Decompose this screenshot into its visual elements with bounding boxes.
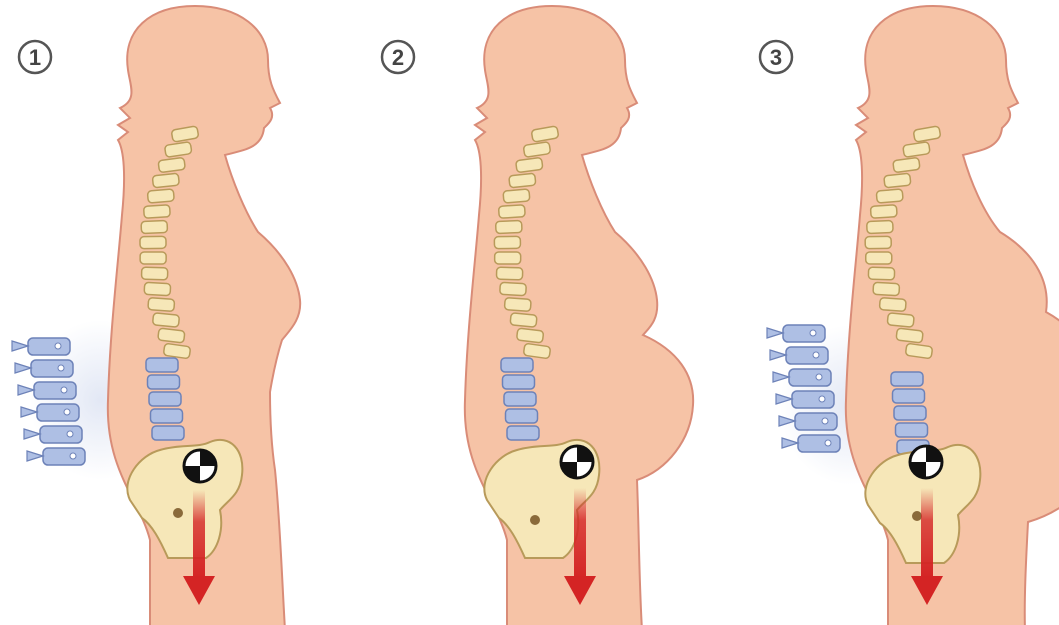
vertebra bbox=[868, 267, 894, 280]
panel-number: 2 bbox=[392, 45, 404, 70]
center-of-gravity-icon bbox=[910, 446, 942, 478]
vertebra bbox=[873, 282, 900, 295]
vertebra bbox=[140, 252, 166, 264]
lumbar-vertebra bbox=[503, 375, 535, 389]
vertebra bbox=[144, 282, 171, 295]
vertebra bbox=[141, 267, 167, 280]
vertebra bbox=[494, 236, 520, 248]
lumbar-vertebra bbox=[148, 375, 180, 389]
vertebra bbox=[867, 220, 893, 233]
lumbar-vertebra bbox=[507, 426, 539, 440]
vertebra bbox=[152, 173, 179, 188]
enlarged-lumbar-vertebra bbox=[12, 338, 70, 355]
vertebra bbox=[510, 313, 537, 327]
enlarged-lumbar-vertebra bbox=[27, 448, 85, 465]
vertebra bbox=[879, 298, 906, 312]
vertebra bbox=[500, 282, 527, 295]
vertebra bbox=[495, 252, 521, 264]
lumbar-vertebra bbox=[891, 372, 923, 386]
vertebra bbox=[865, 236, 891, 248]
vertebra bbox=[147, 189, 174, 203]
panel-number-badge: 2 bbox=[382, 41, 414, 73]
center-of-gravity-icon bbox=[561, 446, 593, 478]
enlarged-lumbar-vertebra bbox=[24, 426, 82, 443]
vertebra bbox=[141, 220, 167, 233]
vertebra bbox=[504, 298, 531, 312]
vertebra bbox=[158, 157, 185, 172]
vertebra bbox=[887, 313, 914, 327]
vertebra bbox=[499, 205, 526, 219]
vertebra bbox=[523, 343, 550, 359]
gravity-arrow-shaft bbox=[574, 488, 586, 580]
vertebra bbox=[905, 343, 932, 359]
panel-number-badge: 3 bbox=[760, 41, 792, 73]
enlarged-lumbar-vertebra bbox=[773, 369, 831, 386]
enlarged-lumbar-vertebra bbox=[770, 347, 828, 364]
vertebra bbox=[509, 173, 536, 188]
vertebra bbox=[516, 328, 543, 343]
hip-joint bbox=[912, 511, 922, 521]
vertebra bbox=[866, 252, 892, 264]
vertebra bbox=[148, 298, 175, 312]
enlarged-lumbar-vertebra bbox=[21, 404, 79, 421]
vertebra bbox=[158, 328, 185, 343]
lumbar-vertebra bbox=[896, 423, 928, 437]
vertebra bbox=[893, 157, 920, 172]
lumbar-vertebra bbox=[501, 358, 533, 372]
vertebra bbox=[163, 343, 190, 359]
lumbar-vertebra bbox=[146, 358, 178, 372]
lumbar-vertebra bbox=[151, 409, 183, 423]
lumbar-vertebra bbox=[152, 426, 184, 440]
lumbar-vertebra bbox=[894, 406, 926, 420]
vertebra bbox=[503, 189, 530, 203]
vertebra bbox=[496, 220, 522, 233]
lumbar-vertebra bbox=[504, 392, 536, 406]
lumbar-vertebra bbox=[506, 409, 538, 423]
vertebra bbox=[152, 313, 179, 327]
vertebra bbox=[876, 189, 903, 203]
lumbar-vertebra bbox=[149, 392, 181, 406]
hip-joint bbox=[173, 508, 183, 518]
gravity-arrow-shaft bbox=[921, 488, 933, 580]
vertebra bbox=[896, 328, 923, 343]
enlarged-lumbar-vertebra bbox=[767, 325, 825, 342]
lumbar-vertebra bbox=[893, 389, 925, 403]
panel-number: 1 bbox=[29, 45, 41, 70]
enlarged-lumbar-vertebra bbox=[15, 360, 73, 377]
vertebra bbox=[884, 173, 911, 188]
panel-1: 1 bbox=[12, 6, 300, 625]
panel-2: 2 bbox=[382, 6, 693, 625]
panel-number-badge: 1 bbox=[19, 41, 51, 73]
vertebra bbox=[516, 157, 543, 172]
center-of-gravity-icon bbox=[184, 450, 216, 482]
panel-3: 3 bbox=[760, 6, 1059, 625]
vertebra bbox=[144, 205, 171, 219]
gravity-arrow-shaft bbox=[193, 490, 205, 580]
vertebra bbox=[140, 236, 166, 248]
vertebra bbox=[496, 267, 522, 280]
panel-number: 3 bbox=[770, 45, 782, 70]
enlarged-lumbar-vertebra bbox=[18, 382, 76, 399]
hip-joint bbox=[530, 515, 540, 525]
vertebra bbox=[870, 205, 897, 219]
